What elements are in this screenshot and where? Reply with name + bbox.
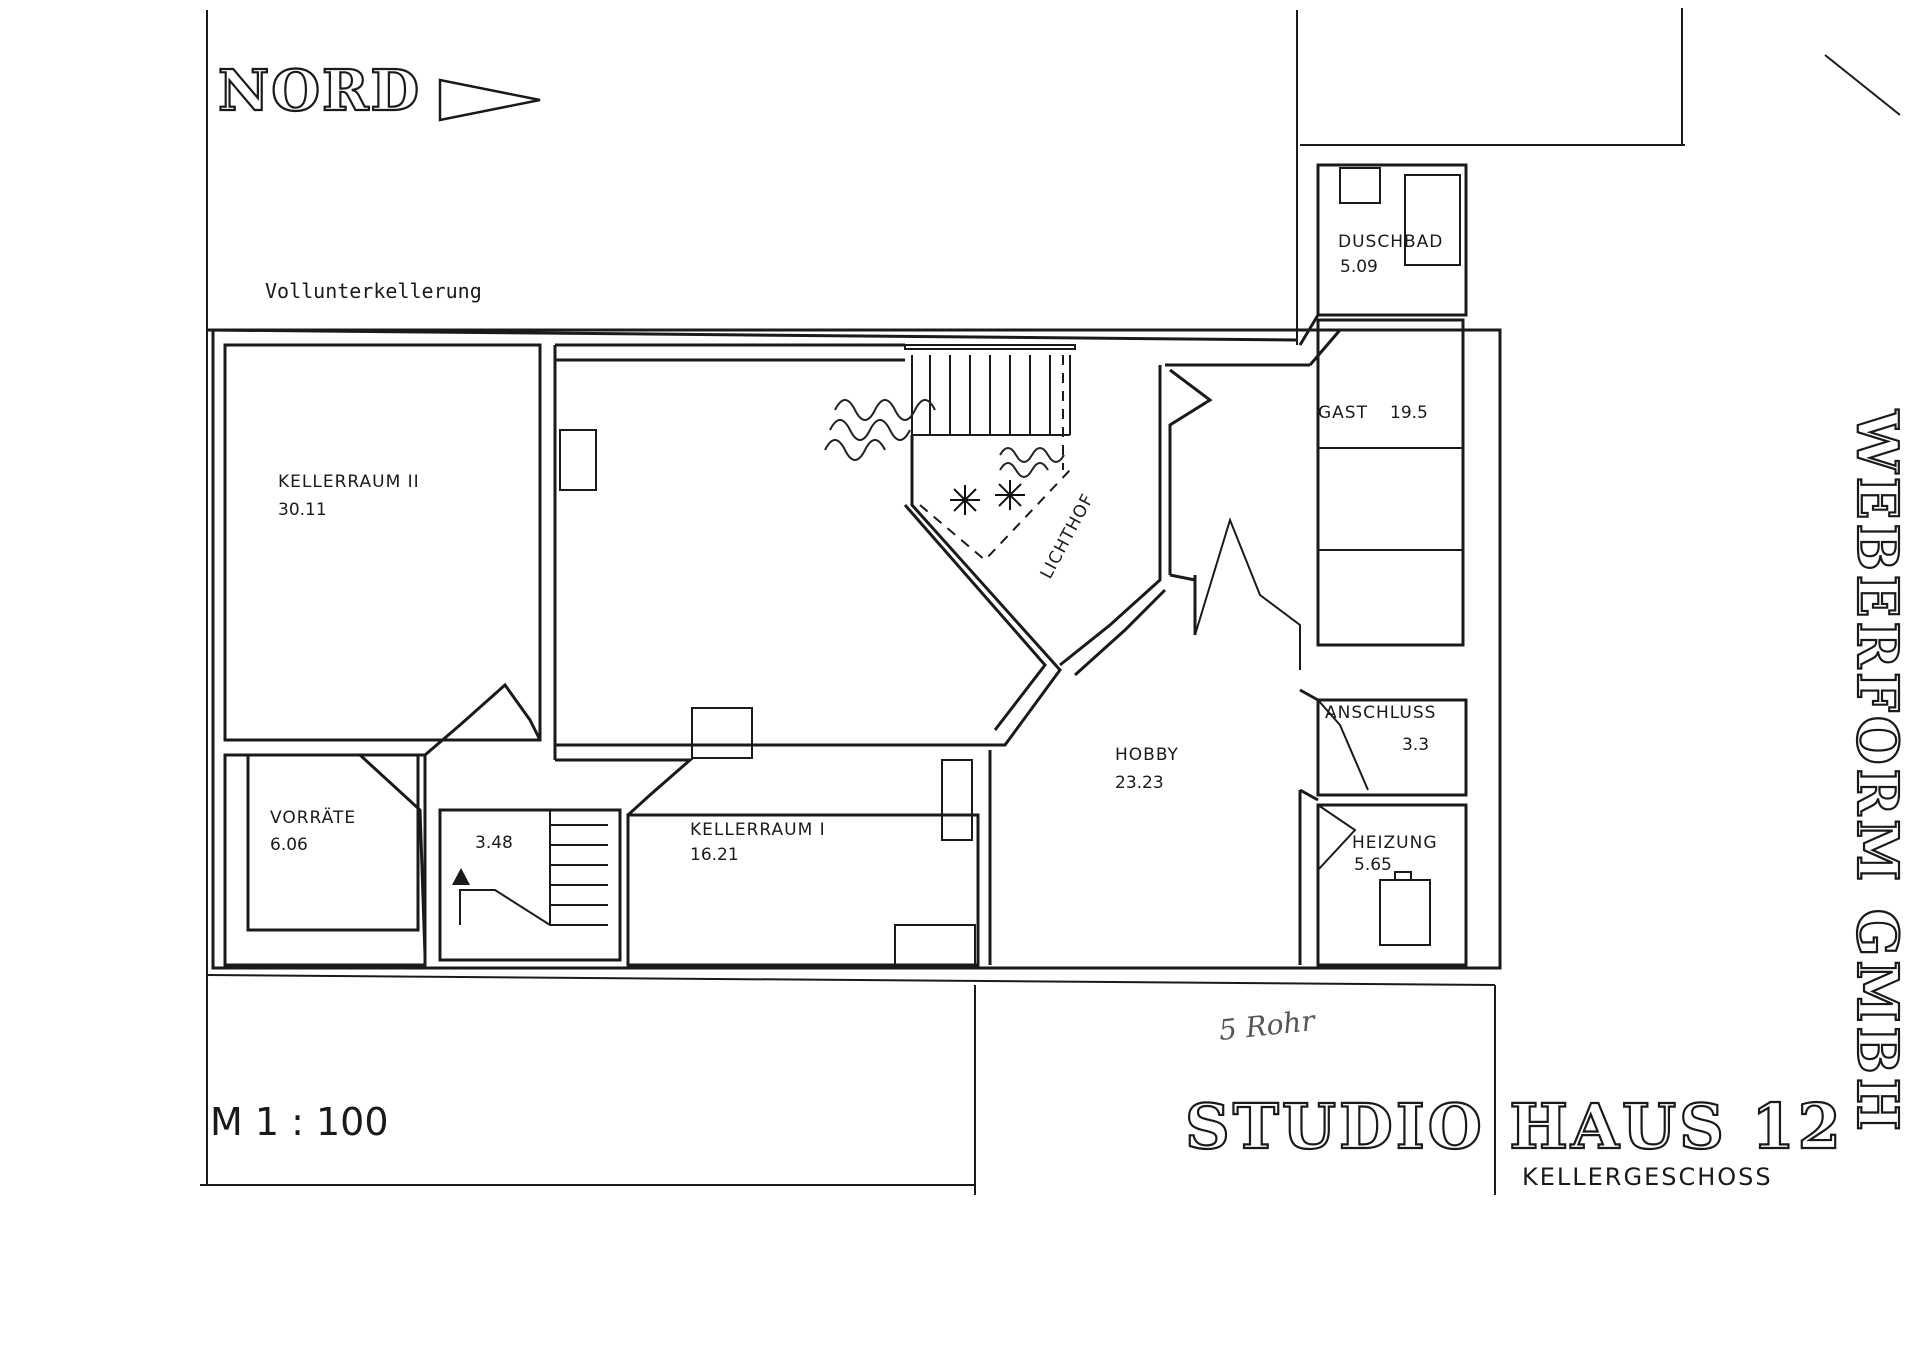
plant-star-icon <box>950 485 980 515</box>
room-area-anschluss: 3.3 <box>1402 735 1429 755</box>
plan-subtitle: KELLERGESCHOSS <box>1522 1163 1773 1191</box>
shower-icon <box>1404 174 1461 266</box>
room-area-duschbad: 5.09 <box>1340 257 1378 277</box>
room-label-duschbad: DUSCHBAD <box>1338 232 1443 252</box>
room-label-heizung: HEIZUNG <box>1352 833 1438 853</box>
room-label-kellerraum-2: KELLERRAUM II <box>278 472 420 492</box>
stairs-upper <box>911 355 1071 436</box>
room-label-kellerraum-1: KELLERRAUM I <box>690 820 826 840</box>
room-area-stair-hall: 3.48 <box>475 833 513 853</box>
room-area-kellerraum-2: 30.11 <box>278 500 327 520</box>
room-labels: KELLERRAUM II 30.11 VORRÄTE 6.06 3.48 KE… <box>270 232 1443 875</box>
neighbor-area <box>206 328 1298 342</box>
room-label-lichthof: LICHTHOF <box>1037 490 1099 582</box>
plant-star-icon-2 <box>995 480 1025 510</box>
walls <box>211 163 1502 970</box>
room-label-hobby: HOBBY <box>1115 745 1179 765</box>
room-label-gast: GAST <box>1318 403 1368 423</box>
room-area-gast: 19.5 <box>1390 403 1428 423</box>
sheet-frame <box>200 8 1901 1195</box>
room-label-vorraete: VORRÄTE <box>270 807 356 828</box>
room-label-anschluss: ANSCHLUSS <box>1325 703 1436 723</box>
boiler-icon <box>1379 879 1431 946</box>
bed-icon <box>1317 447 1464 551</box>
north-arrow: NORD <box>217 57 541 125</box>
title-block: M 1 : 100 STUDIO HAUS 12 KELLERGESCHOSS … <box>210 408 1911 1191</box>
handwritten-note: 5 Rohr <box>1217 1004 1318 1047</box>
north-arrow-icon <box>438 78 541 122</box>
lichthof-plants <box>824 399 1065 515</box>
stairs-lower <box>452 810 608 926</box>
up-arrow-icon <box>452 868 470 885</box>
room-area-heizung: 5.65 <box>1354 855 1392 875</box>
plan-title: STUDIO HAUS 12 <box>1185 1090 1844 1163</box>
company-name: WEBERFORM GMBH <box>1844 409 1910 1135</box>
toilet-icon <box>1339 167 1381 204</box>
room-area-kellerraum-1: 16.21 <box>690 845 739 865</box>
north-label: NORD <box>218 58 421 124</box>
room-area-hobby: 23.23 <box>1115 773 1164 793</box>
room-area-vorraete: 6.06 <box>270 835 308 855</box>
window-icon <box>691 707 753 759</box>
scale-label: M 1 : 100 <box>210 1100 389 1144</box>
full-basement-note: Vollunterkellerung <box>265 279 482 303</box>
